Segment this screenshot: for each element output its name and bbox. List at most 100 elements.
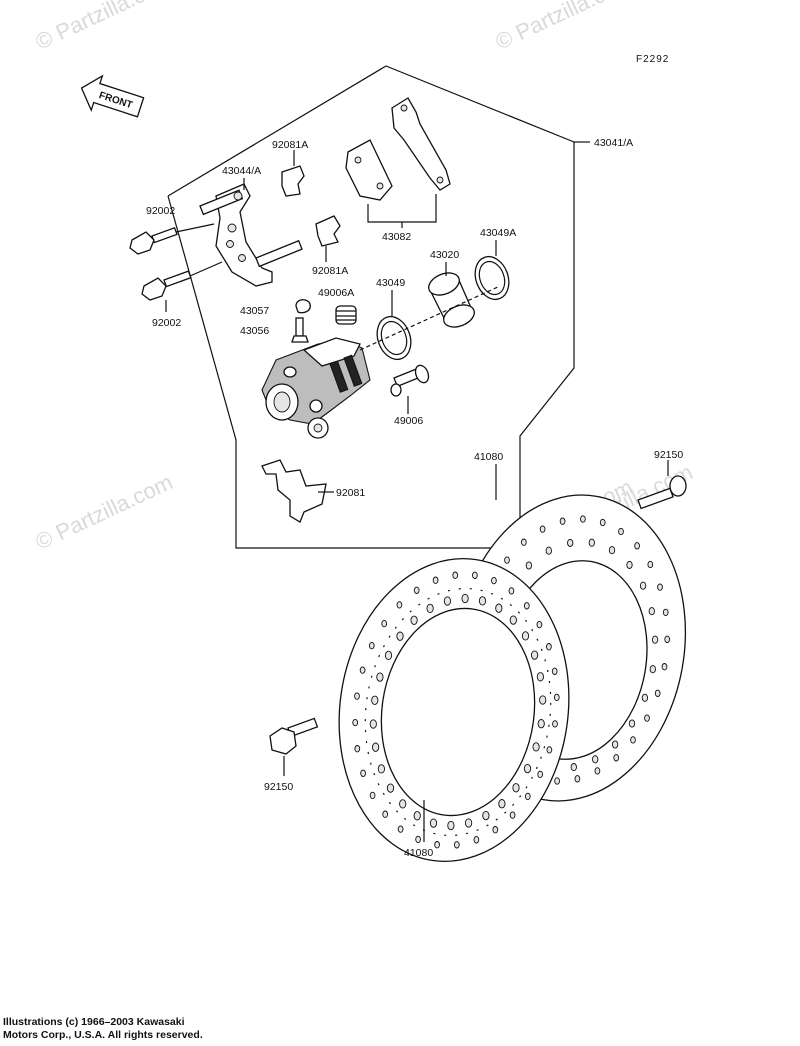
dust-seal[interactable] xyxy=(469,252,514,304)
disc-vent-hole xyxy=(509,811,516,819)
callout-92081[interactable]: 92081 xyxy=(336,487,365,499)
pad-clip-middle[interactable] xyxy=(315,215,341,247)
disc-vent-hole xyxy=(626,560,633,569)
callout-92150-right[interactable]: 92150 xyxy=(654,449,683,461)
callout-92002-lower[interactable]: 92002 xyxy=(152,317,181,329)
disc-vent-hole xyxy=(352,718,359,727)
disc-vent-hole xyxy=(639,581,647,590)
callout-92002-upper[interactable]: 92002 xyxy=(146,205,175,217)
disc-vent-hole xyxy=(574,775,581,783)
disc-vent-hole xyxy=(413,811,421,821)
disc-vent-hole xyxy=(386,783,395,793)
disc-vent-hole xyxy=(647,560,654,569)
leader-line xyxy=(175,223,215,233)
disc-vent-hole xyxy=(570,763,577,772)
callout-43041A[interactable]: 43041/A xyxy=(594,137,633,149)
pad-spring[interactable] xyxy=(261,459,327,523)
disc-vent-hole xyxy=(371,695,379,705)
disc-vent-hole xyxy=(551,667,558,675)
disc-vent-hole xyxy=(536,672,545,682)
slide-pin[interactable] xyxy=(390,363,431,397)
mounting-bolt-lower[interactable] xyxy=(141,270,192,301)
callout-43056[interactable]: 43056 xyxy=(240,325,269,337)
disc-vent-hole xyxy=(372,742,380,752)
disc-vent-hole xyxy=(539,525,546,533)
disc-vent-hole xyxy=(369,791,376,800)
disc-bolt-left[interactable] xyxy=(269,717,319,755)
disc-vent-hole xyxy=(491,576,497,585)
disc-vent-hole xyxy=(426,603,434,614)
bleeder-valve[interactable] xyxy=(291,317,309,343)
callout-49006[interactable]: 49006 xyxy=(394,415,423,427)
disc-vent-hole xyxy=(509,615,517,625)
disc-vent-hole xyxy=(613,754,620,762)
pin-boot[interactable] xyxy=(335,305,357,325)
assembly-axis xyxy=(359,285,501,351)
callout-41080-front[interactable]: 41080 xyxy=(404,847,433,859)
disc-vent-hole xyxy=(376,672,384,682)
disc-vent-hole xyxy=(429,818,438,828)
disc-vent-hole xyxy=(498,799,506,809)
disc-vent-hole xyxy=(537,719,545,729)
copyright-line-2: Motors Corp., U.S.A. All rights reserved… xyxy=(3,1029,203,1041)
callout-41080-rear[interactable]: 41080 xyxy=(474,451,503,463)
disc-vent-hole xyxy=(644,714,650,722)
disc-vent-hole xyxy=(599,518,606,527)
brake-pads[interactable] xyxy=(345,97,451,201)
mounting-bolt-upper[interactable] xyxy=(129,226,178,255)
disc-vent-hole xyxy=(381,619,388,628)
disc-vent-hole xyxy=(397,825,404,833)
disc-vent-hole xyxy=(592,755,599,764)
disc-vent-hole xyxy=(521,631,530,641)
caliper-piston[interactable] xyxy=(425,269,477,332)
callout-49006A[interactable]: 49006A xyxy=(318,287,354,299)
disc-vent-hole xyxy=(434,841,440,849)
pad-clip-top[interactable] xyxy=(281,165,305,197)
brake-disc-front[interactable] xyxy=(320,544,588,877)
disc-vent-hole xyxy=(472,571,478,579)
figure-code: F2292 xyxy=(636,54,669,65)
disc-vent-hole xyxy=(369,719,377,729)
disc-vent-hole xyxy=(661,663,668,671)
callout-43082[interactable]: 43082 xyxy=(382,231,411,243)
disc-vent-hole xyxy=(377,764,386,774)
disc-vent-hole xyxy=(539,695,547,705)
disc-vent-hole xyxy=(664,635,671,643)
callout-92081A-mid[interactable]: 92081A xyxy=(312,265,348,277)
disc-vent-hole xyxy=(410,615,418,625)
disc-vent-hole xyxy=(492,826,499,834)
disc-vent-hole xyxy=(508,587,515,595)
disc-vent-hole xyxy=(649,665,656,674)
disc-vent-hole xyxy=(415,835,421,844)
disc-vent-hole xyxy=(552,720,558,728)
disc-bolt-right[interactable] xyxy=(637,475,687,510)
callout-92081A-top[interactable]: 92081A xyxy=(272,139,308,151)
piston-seal[interactable] xyxy=(371,312,416,364)
bleeder-cap[interactable] xyxy=(295,299,311,314)
caliper-body[interactable] xyxy=(261,337,371,439)
disc-vent-hole xyxy=(588,538,595,547)
watermark: © Partzilla.com xyxy=(32,469,177,554)
disc-vent-hole xyxy=(399,799,407,809)
callout-43020[interactable]: 43020 xyxy=(430,249,459,261)
callout-43044A[interactable]: 43044/A xyxy=(222,165,261,177)
disc-vent-hole xyxy=(465,818,473,828)
disc-vent-hole xyxy=(651,635,659,644)
callout-43049[interactable]: 43049 xyxy=(376,277,405,289)
callout-43049A[interactable]: 43049A xyxy=(480,227,516,239)
caliper-holder-bracket[interactable] xyxy=(199,183,303,287)
disc-vent-hole xyxy=(461,593,469,604)
disc-vent-hole xyxy=(524,792,531,801)
callout-92150-left[interactable]: 92150 xyxy=(264,781,293,793)
disc-vent-hole xyxy=(559,517,566,525)
disc-vent-hole xyxy=(525,561,533,570)
disc-vent-hole xyxy=(567,538,574,547)
disc-vent-hole xyxy=(530,650,539,660)
assembly-boundary xyxy=(167,65,575,549)
disc-vent-hole xyxy=(359,666,366,674)
disc-vent-hole xyxy=(554,777,560,785)
disc-vent-hole xyxy=(452,571,459,579)
disc-vent-hole xyxy=(523,763,532,774)
callout-43057[interactable]: 43057 xyxy=(240,305,269,317)
